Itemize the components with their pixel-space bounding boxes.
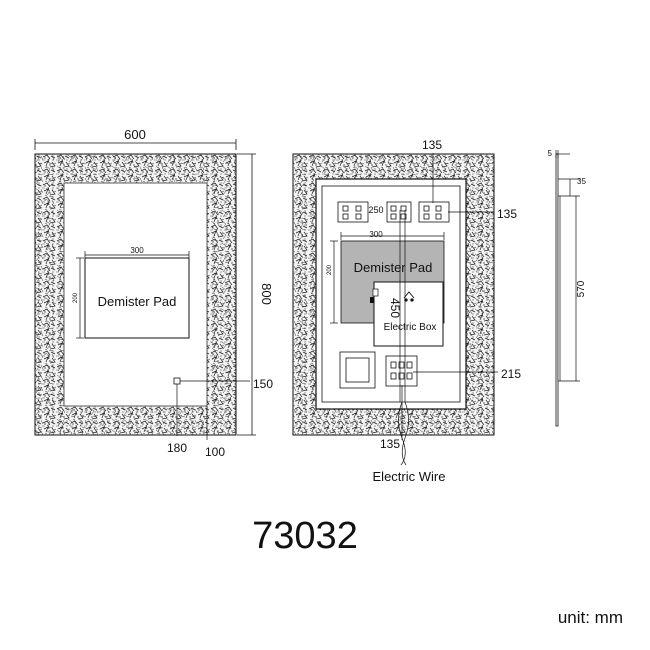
front-view: Demister Pad 300 200 600 800 150 180 100 [34,127,274,459]
front-width-label: 600 [124,127,146,142]
front-bottom-left-label: 180 [167,441,187,455]
back-view: 250 Demister Pad 300 200 450 Electric Bo… [292,138,521,484]
front-demister-pad-label: Demister Pad [98,294,177,309]
side-view: 5 35 570 [548,149,587,427]
front-height-label: 800 [259,283,274,305]
back-electric-box [373,281,444,347]
back-pad-width-label: 300 [369,230,383,239]
back-demister-pad-label: Demister Pad [354,260,433,275]
back-right-label: 135 [497,207,517,221]
front-bottom-right-label: 100 [205,445,225,459]
front-pad-height-label: 200 [73,292,79,303]
back-bottom-left-component [339,351,376,389]
side-depth-label: 5 [548,149,553,158]
back-bottom-connector [385,355,418,387]
side-top-gap-label: 35 [577,177,586,186]
front-pad-width-label: 300 [130,246,144,255]
electric-wire-label: Electric Wire [373,469,446,484]
front-switch-offset-label: 150 [253,377,273,391]
back-electric-box-label: Electric Box [384,322,437,333]
back-box-dim-label: 450 [388,298,402,318]
back-top-connectors [337,201,450,223]
back-bottom-label: 135 [380,437,400,451]
back-panel-inner [321,185,461,403]
back-top-label: 135 [422,138,442,152]
front-demister-pad [84,257,190,339]
back-side-label: 215 [501,367,521,381]
back-pad-height-label: 200 [327,264,333,275]
back-leader-lines [398,153,498,466]
side-box-profile [557,195,561,382]
front-touch-switch [173,377,181,385]
back-left-small-label: 250 [368,205,383,215]
side-height-label: 570 [576,280,587,297]
unit-label: unit: mm [557,608,623,627]
model-number: 73032 [252,515,358,557]
